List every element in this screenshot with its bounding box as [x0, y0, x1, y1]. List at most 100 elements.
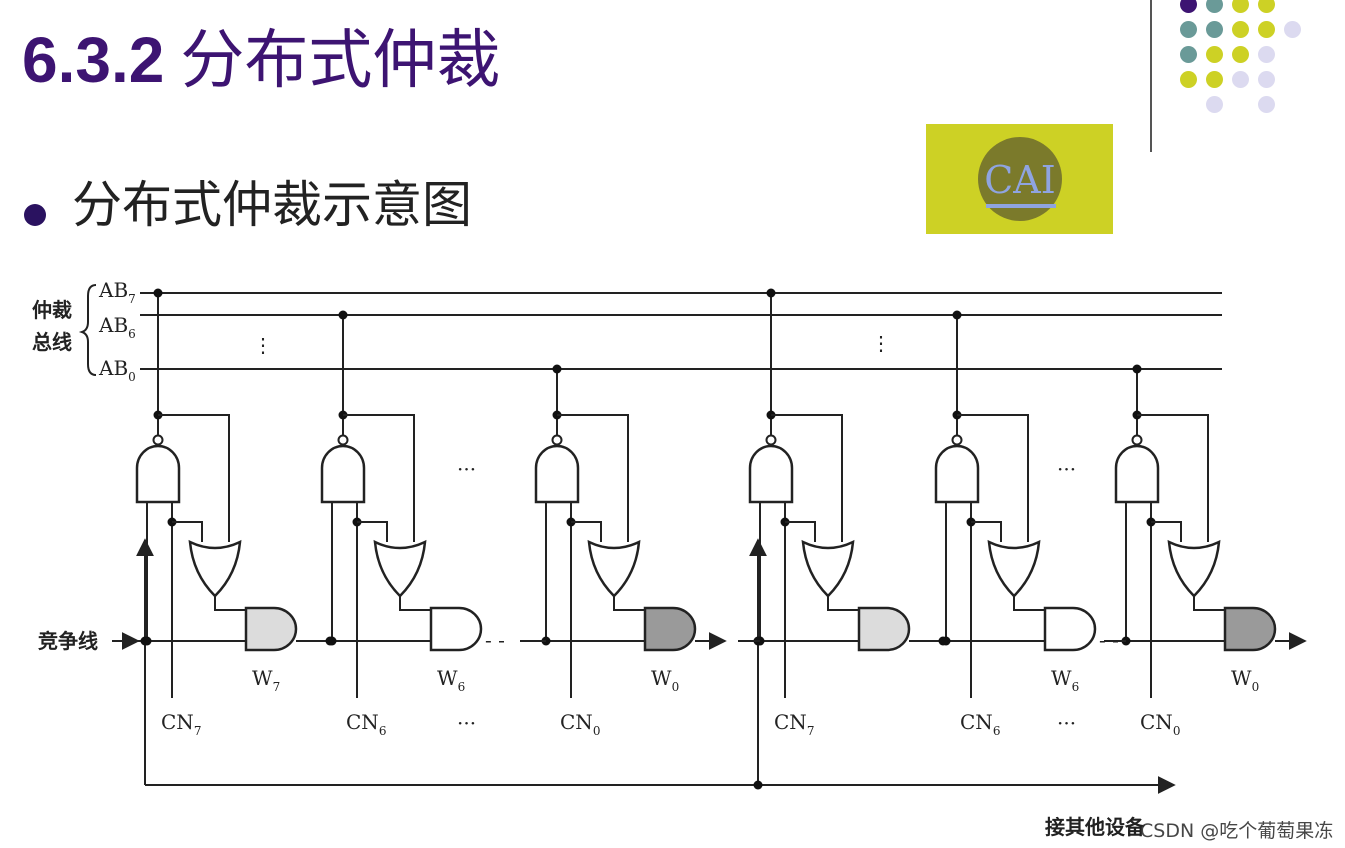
input-gate — [934, 444, 980, 504]
decor-dot — [1206, 71, 1223, 88]
junction-dot — [325, 636, 335, 646]
inverter-bubble — [951, 434, 963, 446]
inverter-bubble — [765, 434, 777, 446]
bullet-icon — [24, 204, 46, 226]
decor-dot — [1232, 71, 1249, 88]
cn-to-or-wire — [571, 521, 602, 542]
ellipsis: ··· — [457, 457, 476, 481]
and-gate — [1223, 606, 1277, 652]
inverter-bubble — [551, 434, 563, 446]
or-feedback-wire — [557, 414, 629, 542]
and-gate — [244, 606, 298, 652]
and-gate — [429, 606, 483, 652]
ellipsis: ··· — [1057, 711, 1076, 735]
output-label: 接其他设备 — [1045, 815, 1146, 839]
decor-dot — [1258, 71, 1275, 88]
decor-dot — [1206, 0, 1223, 13]
cn-to-or-wire — [785, 521, 816, 542]
cn-label: CN7 — [774, 710, 814, 738]
cn-to-or-wire — [357, 521, 388, 542]
bus-ellipsis-2: ⋮ — [871, 331, 891, 355]
input-gate — [534, 444, 580, 504]
and-gate — [643, 606, 697, 652]
decor-dot — [1284, 21, 1301, 38]
input-gate — [320, 444, 366, 504]
or-feedback-wire — [158, 414, 230, 542]
w-label: W0 — [1231, 666, 1259, 694]
compete-line-label: 竞争线 — [38, 629, 98, 653]
cn-to-or-wire — [971, 521, 1002, 542]
decor-dot — [1180, 46, 1197, 63]
bus-brace — [78, 284, 97, 376]
cn-to-or-wire — [172, 521, 203, 542]
w-label: W0 — [651, 666, 679, 694]
watermark: CSDN @吃个葡萄果冻 — [1140, 820, 1334, 842]
or-feedback-wire — [771, 414, 843, 542]
section-title: 分布式仲裁 — [180, 24, 501, 98]
cn-to-or-wire — [1151, 521, 1182, 542]
decor-divider — [1150, 0, 1152, 152]
or-gate — [801, 539, 855, 598]
or-gate — [1167, 539, 1221, 598]
and-gate — [857, 606, 911, 652]
arbitration-diagram: 仲裁 总线 AB7 AB6 AB0 ⋮ ⋮ 竞争线 接其他设备 CN7W7CN6… — [32, 278, 1307, 839]
decor-dot — [1180, 71, 1197, 88]
bus-group-label-1: 仲裁 — [32, 298, 72, 322]
bus-label-ab6: AB6 — [98, 313, 136, 341]
inverter-bubble — [152, 434, 164, 446]
bus-group-label-2: 总线 — [32, 330, 72, 354]
cn-label: CN6 — [960, 710, 1000, 738]
or-feedback-wire — [343, 414, 415, 542]
junction-dot — [753, 780, 763, 790]
or-gate — [188, 539, 242, 598]
cn-label: CN7 — [161, 710, 201, 738]
cai-logo-text: CAI — [984, 158, 1056, 202]
input-gate — [748, 444, 794, 504]
junction-dot — [552, 364, 562, 374]
ellipsis: ··· — [1057, 457, 1076, 481]
junction-dot — [140, 636, 150, 646]
w-label: W6 — [1051, 666, 1079, 694]
or-gate — [987, 539, 1041, 598]
or-to-and-wire — [214, 596, 246, 611]
junction-dot — [938, 636, 948, 646]
or-feedback-wire — [957, 414, 1029, 542]
or-to-and-wire — [1013, 596, 1045, 611]
or-to-and-wire — [399, 596, 431, 611]
decor-dot — [1232, 0, 1249, 13]
section-number: 6.3.2 — [22, 24, 165, 96]
cai-logo: CAI — [926, 124, 1113, 234]
or-to-and-wire — [613, 596, 645, 611]
decor-dot — [1206, 21, 1223, 38]
decor-dot — [1180, 21, 1197, 38]
cai-logo-bar — [986, 204, 1056, 208]
decor-dot — [1232, 46, 1249, 63]
decor-dot — [1258, 46, 1275, 63]
junction-dot — [766, 288, 776, 298]
inverter-bubble — [1131, 434, 1143, 446]
or-gate — [373, 539, 427, 598]
and-gate — [1043, 606, 1097, 652]
or-to-and-wire — [1193, 596, 1225, 611]
w-label: W6 — [437, 666, 465, 694]
dash-continuation: - - — [485, 628, 505, 652]
cn-label: CN6 — [346, 710, 386, 738]
junction-dot — [952, 310, 962, 320]
junction-dot — [1132, 364, 1142, 374]
decor-dot — [1258, 96, 1275, 113]
or-feedback-wire — [1137, 414, 1209, 542]
decor-dot — [1180, 0, 1197, 13]
decor-dot — [1206, 46, 1223, 63]
or-to-and-wire — [827, 596, 859, 611]
ellipsis: ··· — [457, 711, 476, 735]
junction-dot — [153, 288, 163, 298]
w-label: W7 — [252, 666, 280, 694]
decor-dot — [1258, 21, 1275, 38]
bullet-text: 分布式仲裁示意图 — [72, 176, 472, 234]
cn-label: CN0 — [560, 710, 600, 738]
decor-dot — [1258, 0, 1275, 13]
bus-ellipsis-1: ⋮ — [253, 333, 273, 357]
input-gate — [135, 444, 181, 504]
